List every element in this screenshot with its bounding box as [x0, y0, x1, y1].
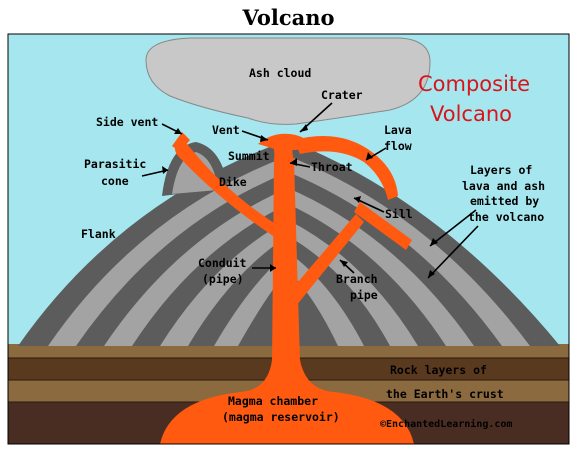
sill-lava — [354, 202, 412, 250]
label-lava-flow-1: Lava — [384, 123, 412, 137]
heading-line-1: Composite — [418, 72, 530, 96]
label-credit: ©EnchantedLearning.com — [380, 418, 512, 430]
lava-system — [160, 132, 414, 444]
branch-pipe — [286, 214, 364, 306]
label-flank: Flank — [81, 227, 116, 241]
label-layers-3: emitted by — [470, 194, 539, 208]
main-conduit — [268, 138, 300, 362]
label-vent: Vent — [212, 123, 240, 137]
label-conduit-1: Conduit — [198, 256, 247, 270]
label-throat: Throat — [311, 160, 353, 174]
label-lava-flow-2: flow — [384, 139, 412, 153]
label-crater: Crater — [321, 88, 363, 102]
arrow-layers-2 — [427, 225, 479, 279]
label-layers-1: Layers of — [470, 163, 532, 177]
heading-line-2: Volcano — [430, 102, 512, 126]
label-branch-pipe-1: Branch — [336, 272, 378, 286]
arrow-heads — [162, 124, 438, 278]
composite-volcano-heading: Composite Volcano — [418, 72, 530, 126]
label-ash-cloud: Ash cloud — [249, 66, 311, 80]
dike — [174, 136, 282, 238]
diagram-title: Volcano — [242, 5, 335, 30]
label-magma-chamber-1: Magma chamber — [228, 394, 318, 408]
lava-flow — [294, 136, 398, 200]
label-rock-layers-1: Rock layers of — [390, 363, 487, 377]
label-branch-pipe-2: pipe — [350, 288, 378, 302]
label-parasitic-cone-1: Parasitic — [84, 157, 146, 171]
magma-chamber — [160, 360, 414, 444]
label-magma-chamber-2: (magma reservoir) — [222, 410, 340, 424]
label-layers-2: lava and ash — [462, 179, 545, 193]
label-dike: Dike — [219, 175, 247, 189]
arrow-layers-1 — [429, 209, 477, 247]
label-rock-layers-2: the Earth's crust — [386, 387, 504, 401]
label-side-vent: Side vent — [96, 115, 158, 129]
label-parasitic-cone-2: cone — [101, 174, 129, 188]
ash-cloud — [145, 37, 431, 125]
labels: Ash cloud Crater Side vent Vent Lava flo… — [81, 66, 545, 430]
label-conduit-2: (pipe) — [202, 272, 244, 286]
label-sill: Sill — [385, 207, 413, 221]
label-summit: Summit — [228, 149, 270, 163]
side-vent-lava — [172, 132, 190, 152]
label-layers-4: the volcano — [468, 210, 544, 224]
